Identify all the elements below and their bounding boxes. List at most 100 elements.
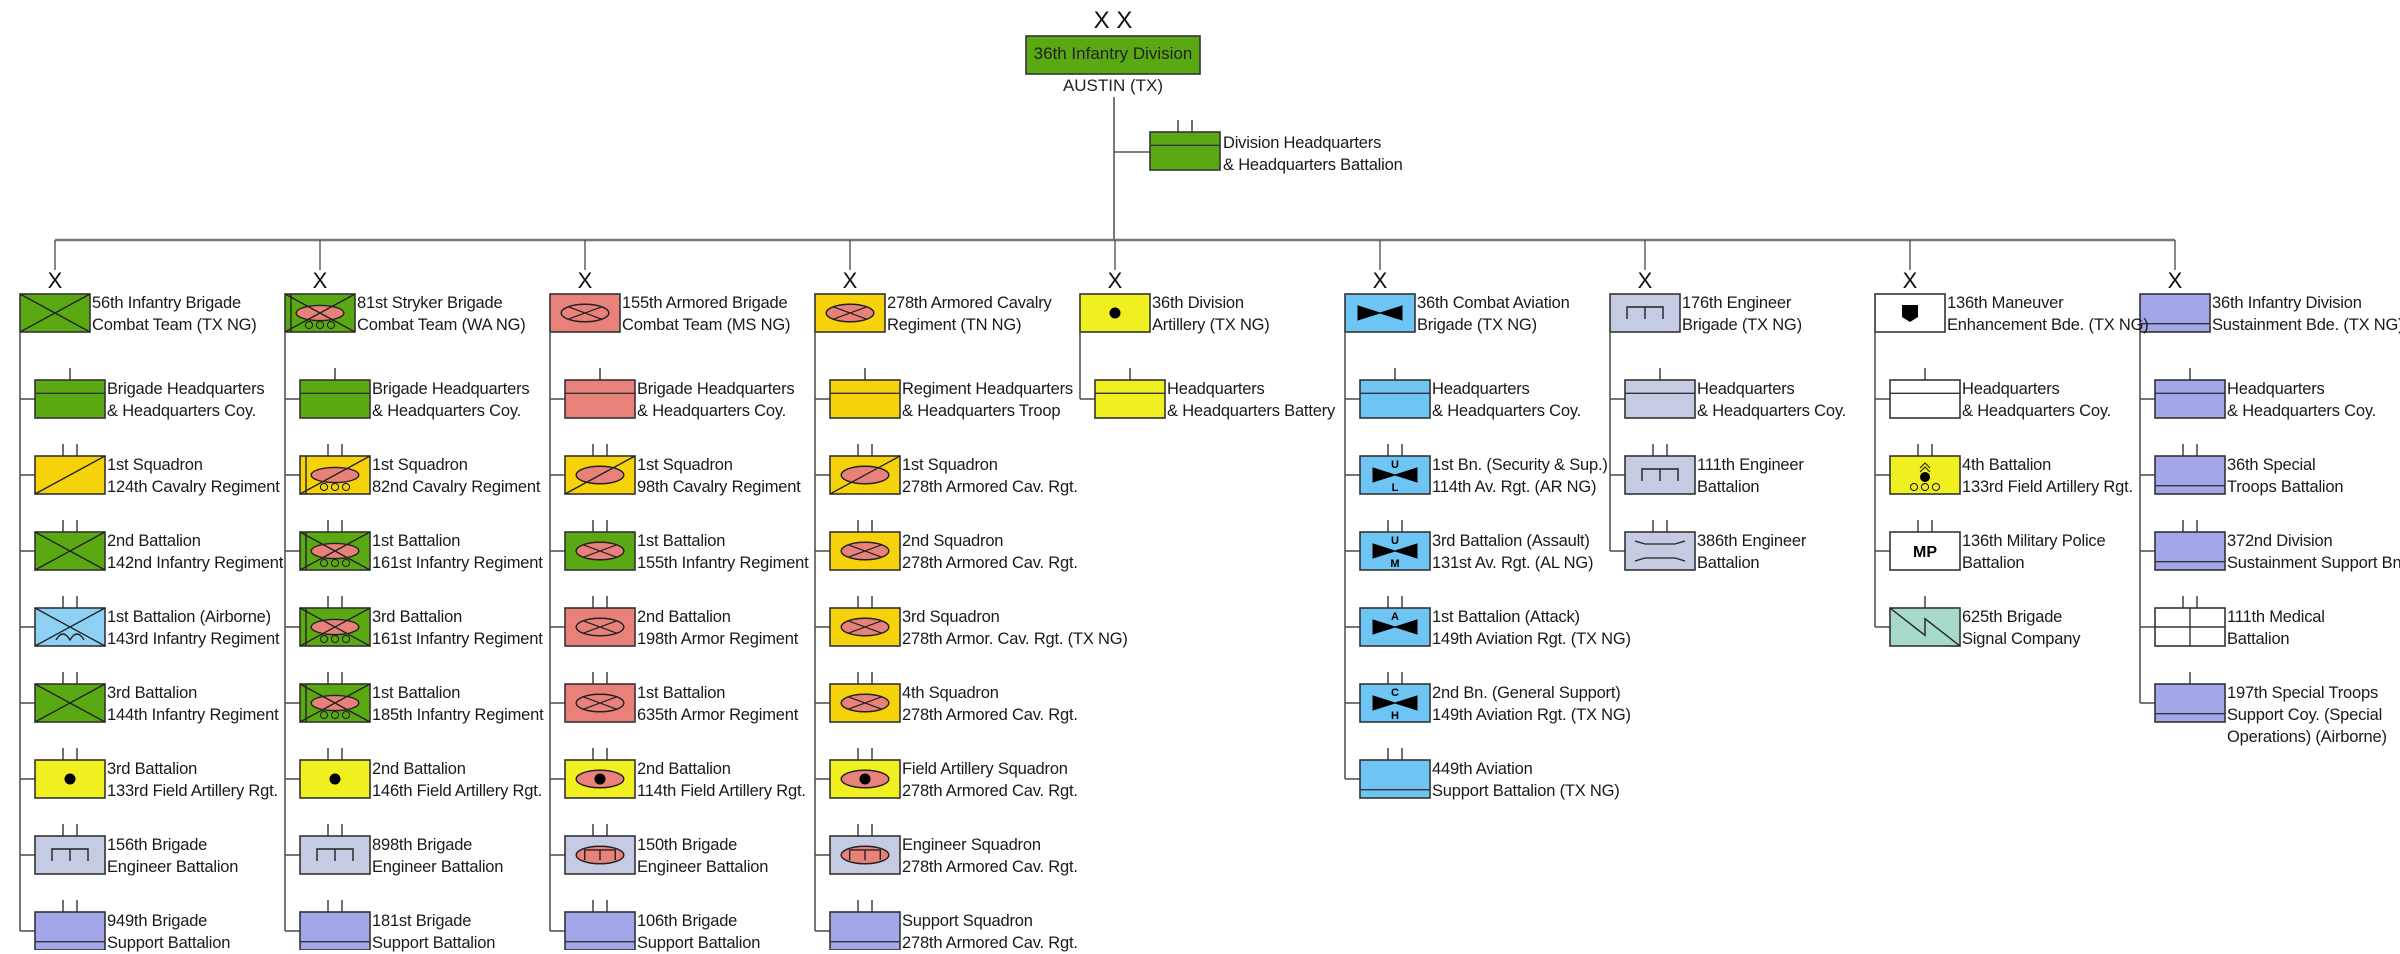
armor-cross-icon [582,544,618,558]
unit-label-line: Brigade Headquarters [637,380,795,398]
unit-label-line: & Headquarters Coy. [2227,402,2377,420]
aviation-role-letter: U [1391,459,1399,471]
unit-node [2140,520,2226,571]
unit-node: CH [1345,672,1431,723]
wheel-icon [319,482,329,492]
division-location: AUSTIN (TX) [1062,76,1164,95]
unit-node [550,900,636,950]
unit-label-line: 198th Armor Regiment [637,630,799,648]
infantry-cross-icon [34,531,106,571]
cavalry-slash-icon [34,455,106,495]
unit-node [1610,444,1696,495]
unit-node [2140,368,2226,419]
unit-node [1345,748,1431,799]
unit-label-line: Engineer Battalion [372,858,504,876]
unit-label: Headquarters& Headquarters Coy. [1432,378,1581,422]
unit-label-line: Battalion [1962,554,2025,572]
wheel-icon [304,320,314,330]
unit-node [1610,368,1696,419]
unit-node [285,900,371,950]
artillery-dot-icon [859,773,871,785]
unit-label-line: Battalion [1697,478,1760,496]
aviation-bowtie-icon [1372,695,1418,711]
unit-node [815,596,901,647]
unit-label-line: 114th Av. Rgt. (AR NG) [1432,478,1597,496]
unit-node [815,748,901,799]
unit-label-line: 36th Special [2227,456,2316,474]
cavalry-slash-icon [299,455,371,495]
brigade-column [19,240,106,950]
aviation-role-letter: C [1391,687,1399,699]
symbol-frame [1889,531,1961,571]
unit-label-line: 386th Engineer [1697,532,1807,550]
unit-node [20,748,106,799]
unit-label-line: 82nd Cavalry Regiment [372,478,541,496]
unit-node [815,368,901,419]
unit-node [1875,596,1961,647]
unit-label-line: Sustainment Support Bn. [2227,554,2400,572]
unit-label-line: Field Artillery Squadron [902,760,1068,778]
unit-label-line: 4th Battalion [1962,456,2052,474]
unit-node [1345,368,1431,419]
unit-label-line: 3rd Battalion [372,608,463,626]
engineer-icon [1641,468,1679,481]
rocket-chevron-icon [1919,462,1931,473]
symbol-frame [1359,379,1431,419]
unit-label-line: 133rd Field Artillery Rgt. [1962,478,2133,496]
engineer-icon [1626,306,1664,319]
brigade-echelon-marker: X [2167,268,2183,293]
unit-node [1875,444,1961,495]
unit-label-line: Artillery (TX NG) [1152,316,1270,334]
unit-node [20,444,106,495]
brigade-column [2139,240,2226,723]
unit-node: MP [1875,520,1961,571]
unit-label-line: Engineer Battalion [637,858,769,876]
unit-label-line: 150th Brigade [637,836,738,854]
artillery-dot-icon [594,773,606,785]
unit-label-line: Support Battalion [637,934,761,952]
brigade-echelon-marker: X [842,268,858,293]
unit-label-line: 106th Brigade [637,912,738,930]
unit-label-line: 36th Combat Aviation [1417,294,1570,312]
unit-label: Headquarters & Headquarters Coy. [2227,378,2376,422]
unit-label-line: Brigade (TX NG) [1682,316,1802,334]
unit-label: Brigade Headquarters& Headquarters Coy. [637,378,795,422]
aviation-bowtie-icon [1372,619,1418,635]
aviation-role-letter: A [1391,611,1399,623]
armor-cross-icon [847,544,883,558]
unit-label-line: Engineer Squadron [902,836,1041,854]
brigade-column [814,240,901,950]
wheel-icon [315,320,325,330]
unit-label-line: Headquarters [2227,380,2325,398]
unit-node [815,900,901,950]
unit-label-line: 36th Infantry Division [2212,294,2362,312]
unit-label-line: 3rd Battalion [107,684,198,702]
unit-label: Headquarters& Headquarters Coy. [1962,378,2111,422]
airborne-icon [55,633,85,642]
armor-cross-icon [582,696,618,710]
unit-label-line: Combat Team (TX NG) [92,316,257,334]
brigade-column [1609,240,1696,571]
armor-cross-icon [847,696,883,710]
unit-label-line: 149th Aviation Rgt. (TX NG) [1432,630,1631,648]
aviation-bowtie-icon [1357,305,1403,321]
unit-label-line: 2nd Battalion [372,760,466,778]
unit-node [815,444,901,495]
unit-label-line: 4th Squadron [902,684,999,702]
aviation-role-letter: M [1390,558,1399,570]
unit-label-line: 1st Battalion (Airborne) [107,608,271,626]
division-hq-node [1114,120,1221,171]
